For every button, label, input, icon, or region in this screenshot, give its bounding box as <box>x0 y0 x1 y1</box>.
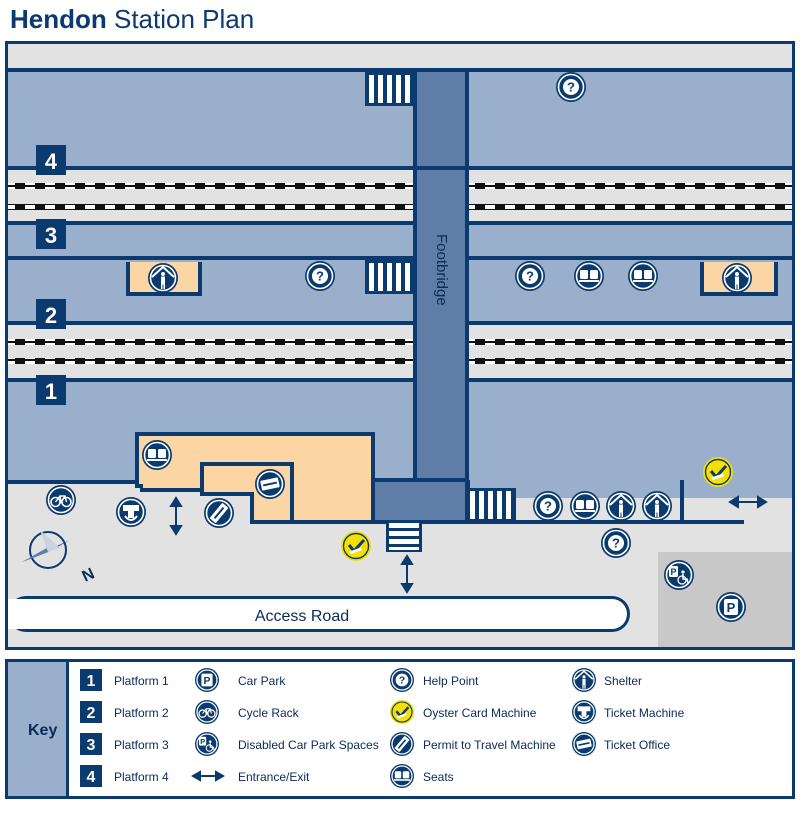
ticket-machine-icon <box>115 496 147 528</box>
svg-text:Ticket Machine: Ticket Machine <box>604 706 685 720</box>
seats-icon <box>573 260 605 292</box>
svg-text:Platform 1: Platform 1 <box>114 674 169 688</box>
oyster-machine-icon <box>339 529 373 563</box>
svg-text:Platform 2: Platform 2 <box>114 706 169 720</box>
access-road-label: Access Road <box>255 608 349 625</box>
svg-text:Platform 4: Platform 4 <box>114 770 169 784</box>
cycle-rack-icon <box>45 484 77 516</box>
seats-icon <box>389 763 415 789</box>
permit-machine-icon <box>203 497 235 529</box>
svg-text:Help Point: Help Point <box>423 674 479 688</box>
compass-icon <box>22 530 70 569</box>
key-item-cycle-rack: Cycle Rack <box>194 699 300 725</box>
seats-icon <box>627 260 659 292</box>
disabled-parking-icon <box>663 559 695 591</box>
svg-text:4: 4 <box>45 149 58 174</box>
platform-edges <box>8 68 792 382</box>
car-park-icon <box>194 667 220 693</box>
key-item-disabled-parking: Disabled Car Park Spaces <box>194 731 379 757</box>
footbridge-label: Footbridge <box>433 234 450 306</box>
svg-text:2: 2 <box>45 303 57 328</box>
stairs <box>365 72 516 552</box>
svg-text:3: 3 <box>87 737 96 754</box>
entrance-exit-icon <box>400 554 414 594</box>
ticket-office-icon <box>254 468 286 500</box>
key-item-ticket-office: Ticket Office <box>571 731 670 757</box>
svg-text:Permit to Travel Machine: Permit to Travel Machine <box>423 738 556 752</box>
ticket-machine-icon <box>571 699 597 725</box>
help-point-icon <box>600 527 632 559</box>
key-item-platform-1: 1 Platform 1 <box>80 669 169 691</box>
cycle-rack-icon <box>194 699 220 725</box>
ticket-office-icon <box>571 731 597 757</box>
shelter-icon <box>571 667 597 693</box>
platform-2-badge: 2 <box>36 299 66 329</box>
key-item-car-park: Car Park <box>194 667 286 693</box>
help-point-icon <box>532 490 564 522</box>
help-point-icon <box>555 71 587 103</box>
svg-text:Shelter: Shelter <box>604 674 642 688</box>
svg-text:Seats: Seats <box>423 770 454 784</box>
key-item-help-point: Help Point <box>389 667 479 693</box>
seats-icon <box>569 490 601 522</box>
entrance-exit-icon <box>190 770 226 782</box>
svg-text:Disabled Car Park Spaces: Disabled Car Park Spaces <box>238 738 379 752</box>
platform-4-badge: 4 <box>36 145 66 175</box>
svg-text:Cycle Rack: Cycle Rack <box>238 706 300 720</box>
svg-text:4: 4 <box>87 769 96 786</box>
shelter-icon <box>721 262 753 294</box>
car-park-icon <box>715 591 747 623</box>
key-item-entrance-exit: Entrance/Exit <box>190 770 310 784</box>
svg-text:3: 3 <box>45 223 57 248</box>
key-item-shelter: Shelter <box>571 667 642 693</box>
disabled-parking-icon <box>194 731 220 757</box>
oyster-machine-icon <box>388 698 416 726</box>
seats-icon <box>141 439 173 471</box>
platform-3-badge: 3 <box>36 219 66 249</box>
station-building <box>135 432 375 524</box>
permit-machine-icon <box>389 731 415 757</box>
svg-text:1: 1 <box>45 379 57 404</box>
oyster-machine-icon <box>701 455 735 489</box>
shelter-icon <box>147 262 179 294</box>
svg-text:Entrance/Exit: Entrance/Exit <box>238 770 310 784</box>
platform-1-badge: 1 <box>36 375 66 405</box>
svg-text:Platform 3: Platform 3 <box>114 738 169 752</box>
key-item-seats: Seats <box>389 763 454 789</box>
key-item-oyster: Oyster Card Machine <box>388 698 537 726</box>
entrance-exit-icon <box>169 496 183 536</box>
entrance-exit-icon <box>728 495 768 509</box>
key-item-permit: Permit to Travel Machine <box>389 731 556 757</box>
svg-text:2: 2 <box>87 705 96 722</box>
key-item-platform-3: 3 Platform 3 <box>80 733 169 755</box>
footbridge <box>370 68 469 524</box>
page-title: Hendon Station Plan <box>10 4 255 34</box>
key-item-ticket-machine: Ticket Machine <box>571 699 685 725</box>
key-item-platform-2: 2 Platform 2 <box>80 701 169 723</box>
help-point-icon <box>514 260 546 292</box>
help-point-icon <box>304 260 336 292</box>
svg-text:Car Park: Car Park <box>238 674 286 688</box>
shelter-icon <box>605 490 637 522</box>
platform-area-west <box>8 68 416 484</box>
help-point-icon <box>389 667 415 693</box>
svg-text:1: 1 <box>87 673 96 690</box>
key-heading: Key <box>28 722 57 739</box>
svg-text:Ticket Office: Ticket Office <box>604 738 670 752</box>
shelter-icon <box>641 490 673 522</box>
key-item-platform-4: 4 Platform 4 <box>80 765 169 787</box>
railway-tracks <box>8 170 792 378</box>
svg-text:Oyster Card Machine: Oyster Card Machine <box>423 706 537 720</box>
